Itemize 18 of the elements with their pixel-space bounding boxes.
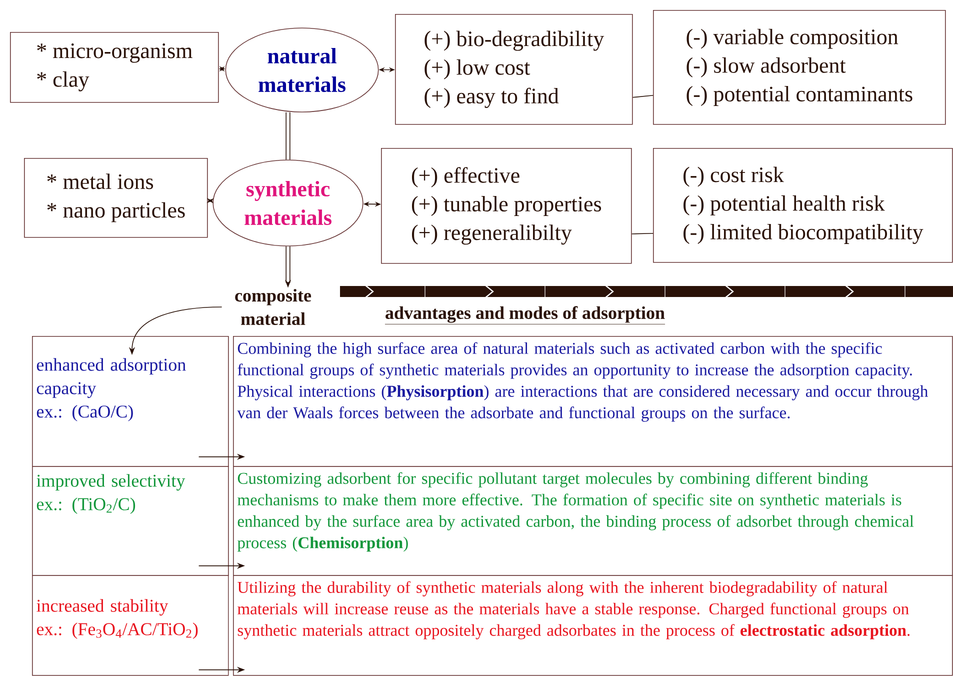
- text-box: * micro-organism * clay: [10, 32, 219, 103]
- table-cell: Utilizing the durability of synthetic materials along with the inherent biodegradability of natural materials will increase reuse as the materials have a stable response. Charged functional groups on synthetic materials attract oppositely charged adsorbates in the process of electrostatic adsorption.: [233, 575, 953, 676]
- table-cell: enhanced adsorption capacity ex.: (CaO/C): [32, 336, 229, 467]
- connector: [632, 95, 654, 98]
- table-cell: increased stability ex.: (Fe$_{3}$O$_{4}$/AC/TiO$_{2}$): [32, 575, 229, 676]
- text-box: (+) bio-degradibility (+) low cost (+) easy to find: [395, 14, 633, 125]
- composite-label: composite material: [235, 288, 312, 326]
- arrow: [206, 198, 214, 204]
- table-cell: Combining the high surface area of natural materials such as activated carbon with the specific functional groups of synthetic materials provides an opportunity to increase the adsorption capacity. Physical interactions (Physisorption) are interactions that are considered necessary and occur through van der Waals forces between the adsorbate and functional groups on the surface.: [233, 336, 953, 467]
- text-box: (-) variable composition (-) slow adsorbent (-) potential contaminants: [653, 10, 946, 125]
- text-box: * metal ions * nano particles: [24, 158, 208, 238]
- section-heading: advantages and modes of adsorption: [384, 306, 666, 324]
- connector: [286, 112, 290, 160]
- table-cell: improved selectivity ex.: (TiO$_{2}$/C): [32, 466, 229, 576]
- text-box: (+) effective (+) tunable properties (+) regeneralibilty: [381, 148, 632, 264]
- table-cell: Customizing adsorbent for specific pollutant target molecules by combining different binding mechanisms to make them more effective. The formation of specific site on synthetic materials is enhanced by the surface area by activated carbon, the binding process of adsorbet through chemical process (Chemisorption): [233, 466, 953, 576]
- text-box: (-) cost risk (-) potential health risk (-) limited biocompatibility: [653, 148, 953, 263]
- connector: [631, 233, 654, 234]
